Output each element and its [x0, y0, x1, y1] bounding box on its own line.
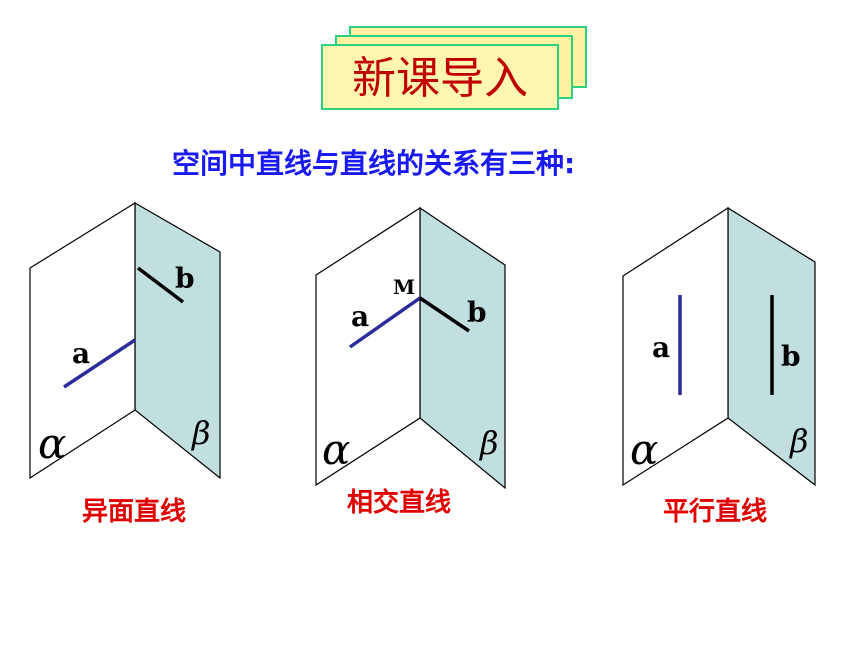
line-a	[63, 338, 136, 389]
plane-alpha	[315, 206, 421, 487]
plane-alpha	[29, 201, 136, 480]
line-b	[136, 266, 185, 304]
caption-intersecting-lines: 相交直线	[347, 487, 451, 518]
line-b	[419, 296, 470, 333]
line-b-label: b	[467, 296, 487, 329]
figure-intersecting-lines: M a b α β 相交直线	[315, 206, 506, 518]
line-a-label: a	[351, 300, 369, 333]
figure-skew-lines: a b α β 异面直线	[29, 201, 221, 527]
caption-parallel-lines: 平行直线	[663, 496, 767, 527]
point-m-label: M	[393, 275, 415, 299]
plane-beta-label: β	[191, 414, 211, 452]
banner-card-front	[321, 44, 559, 110]
caption-skew-lines: 异面直线	[82, 497, 186, 527]
line-b-label: b	[781, 340, 801, 373]
plane-alpha-label: α	[38, 419, 66, 468]
plane-beta-label: β	[479, 424, 499, 462]
line-b-label: b	[175, 262, 195, 295]
plane-alpha-label: α	[322, 425, 350, 474]
plane-alpha-label: α	[630, 425, 658, 474]
line-a	[348, 296, 422, 349]
page-title: 新课导入	[352, 53, 528, 104]
figure-parallel-lines: a b α β 平行直线	[622, 206, 816, 527]
title-banner: 新课导入	[321, 26, 587, 110]
line-a-label: a	[72, 337, 90, 370]
line-a-label: a	[652, 331, 670, 364]
subtitle: 空间中直线与直线的关系有三种:	[172, 147, 575, 180]
plane-beta-label: β	[789, 422, 809, 460]
plane-alpha	[622, 206, 729, 487]
